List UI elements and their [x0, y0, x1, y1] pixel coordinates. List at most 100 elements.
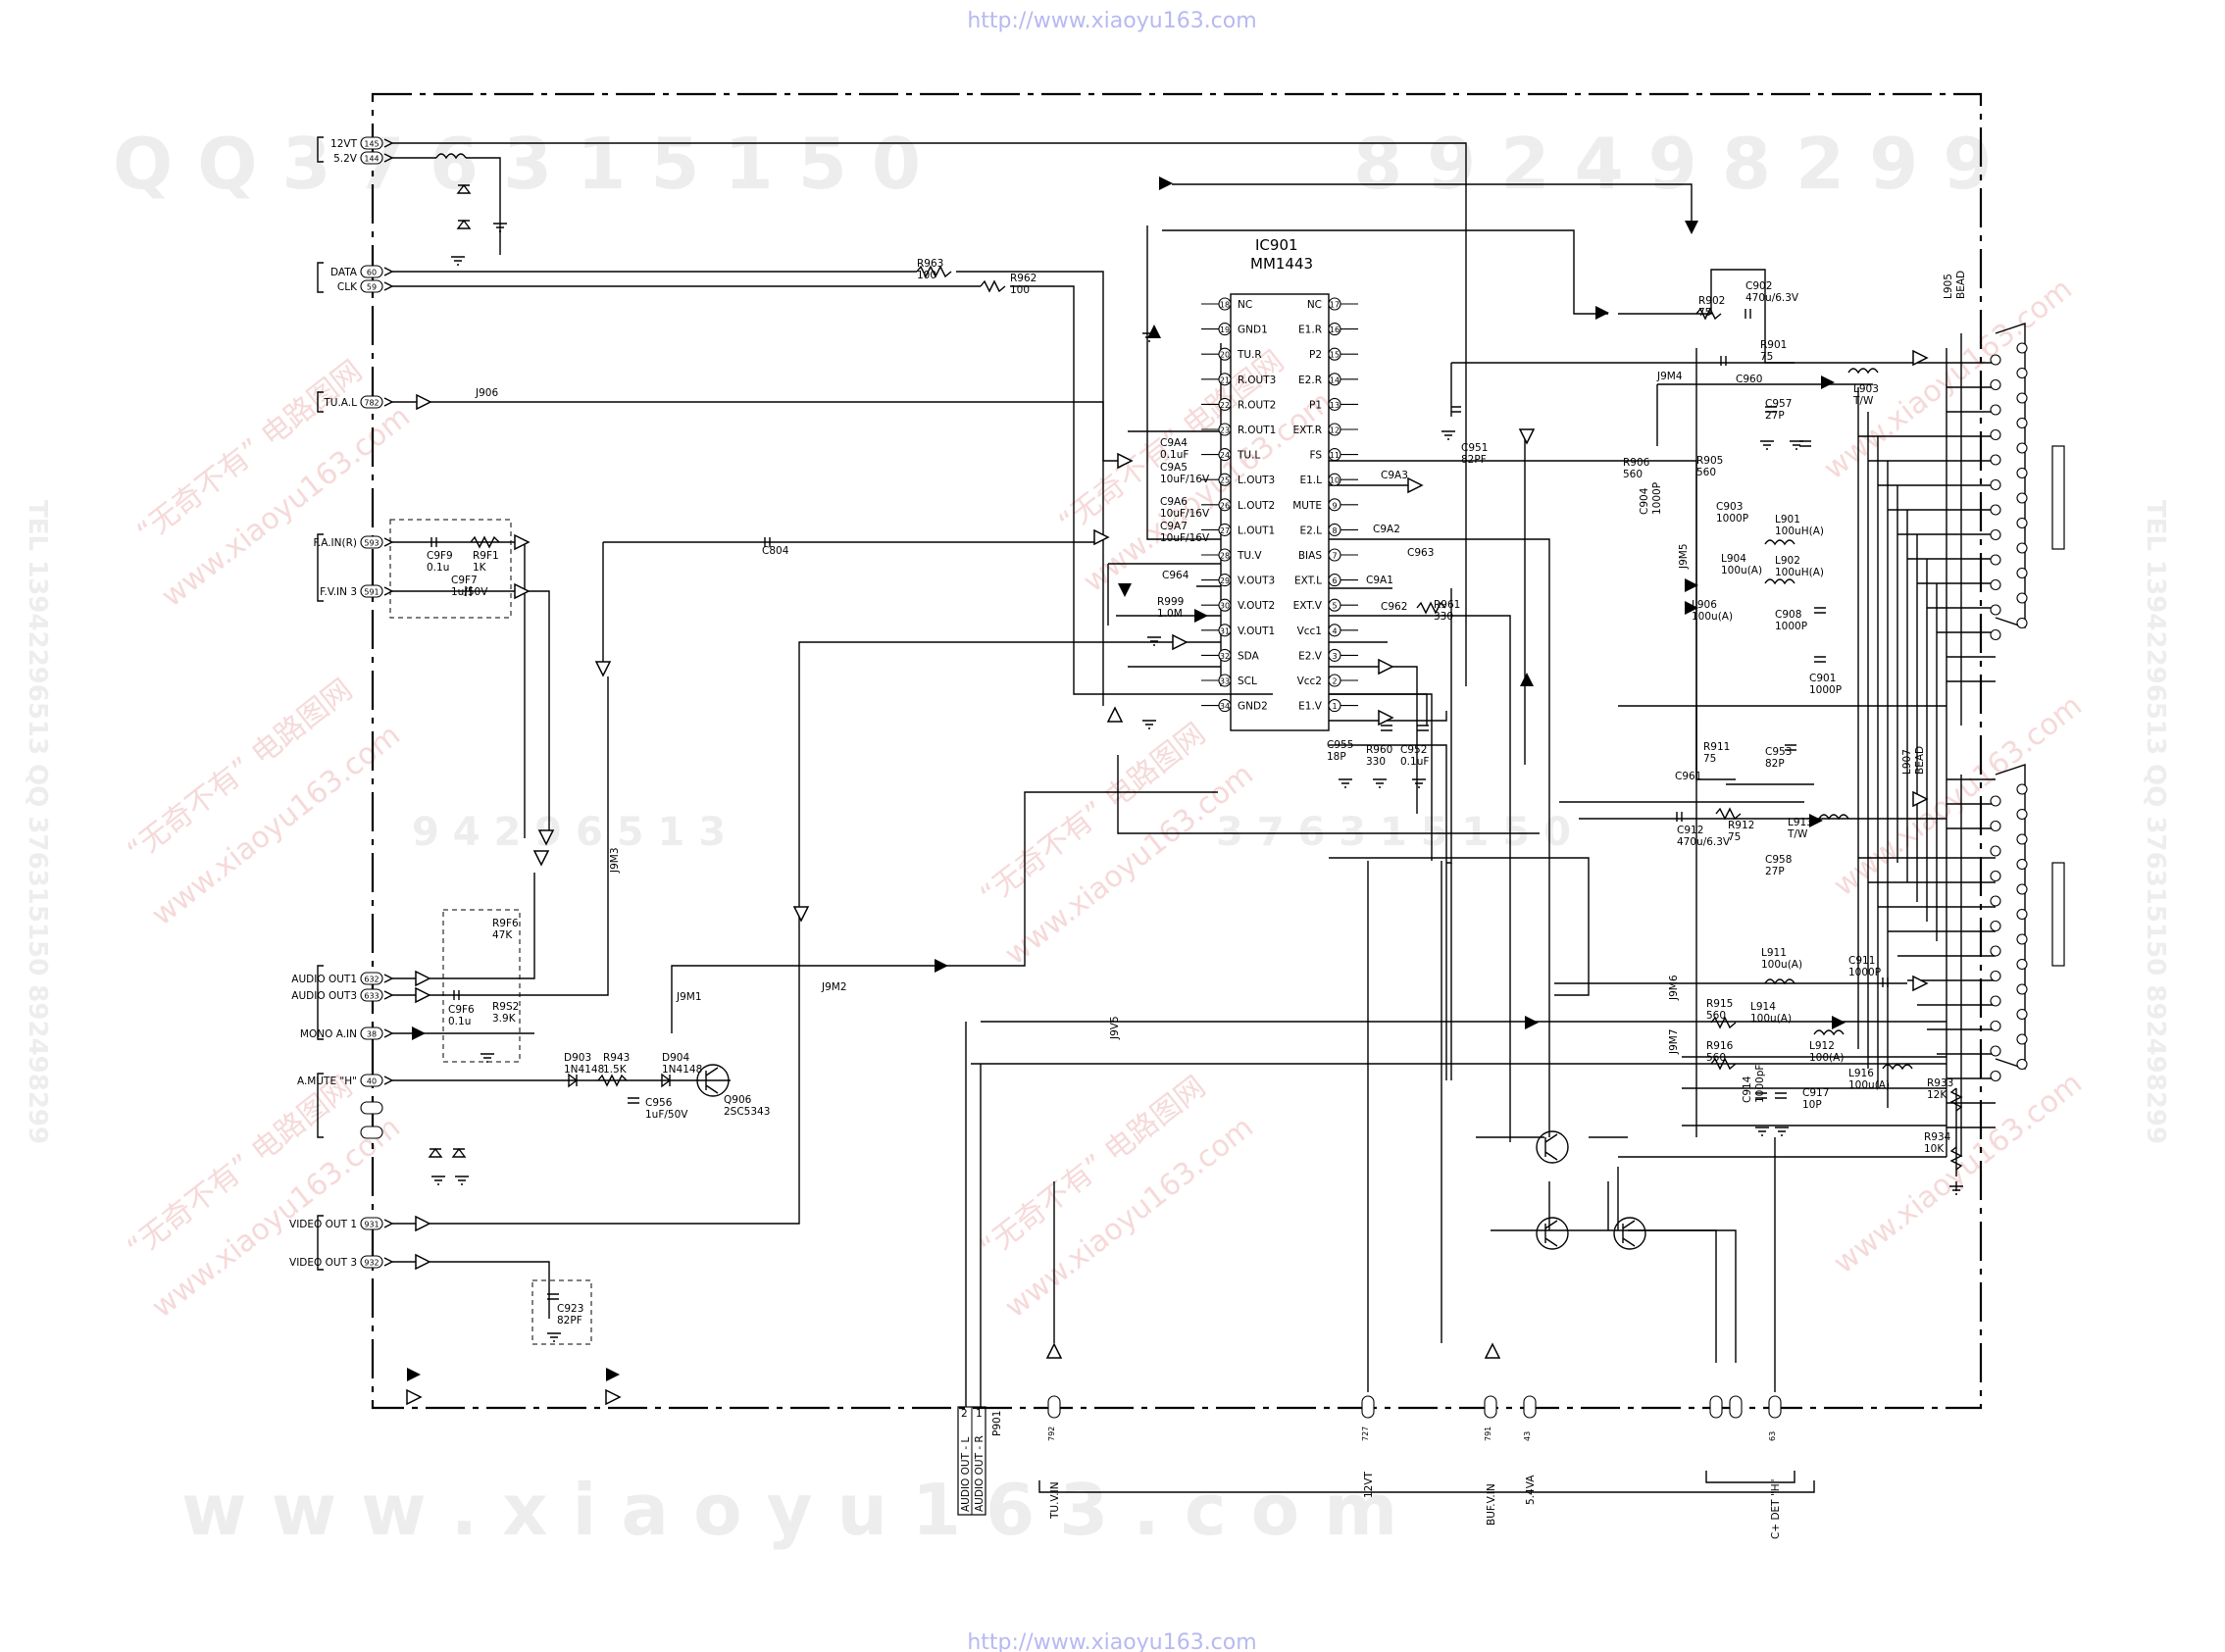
- ic-pin-31: [1218, 624, 1232, 637]
- connector-label: MONO A.IN: [300, 1028, 357, 1040]
- component-ref: C923: [557, 1303, 583, 1315]
- component-ref: L901: [1775, 514, 1800, 526]
- scart-pin: [1990, 820, 2001, 832]
- component-ref: R906: [1623, 457, 1650, 469]
- ic-pin-name: P2: [1309, 349, 1322, 361]
- watermark-mid-right: 3 7 6 3 1 5 1 5 0: [1216, 810, 1571, 855]
- component-ref: C914: [1742, 1076, 1753, 1103]
- component-ref: L903: [1853, 383, 1879, 395]
- component-value: 10K: [1924, 1143, 1945, 1155]
- ic-pin-number: 26: [1220, 501, 1230, 510]
- ic-pin-number: 7: [1332, 552, 1337, 561]
- scart-pin: [1990, 554, 2001, 566]
- ic-pin-20: [1218, 347, 1232, 361]
- component-ref: R911: [1703, 741, 1730, 753]
- connector-792: [1047, 1395, 1061, 1419]
- connector-number: 60: [367, 269, 377, 277]
- watermark-mid-left: 9 4 2 9 6 5 1 3: [412, 810, 726, 855]
- ic-pin-name: V.OUT3: [1238, 576, 1275, 587]
- scart-pin: [2016, 833, 2028, 845]
- component-ref: C9A2: [1373, 524, 1400, 535]
- ic-pin-number: 15: [1330, 351, 1340, 360]
- ic-pin-number: 13: [1330, 401, 1340, 410]
- component-ref: L911: [1761, 947, 1787, 959]
- component-value: 560: [1623, 469, 1643, 480]
- connector-727: [1361, 1395, 1375, 1419]
- component-value: 1N4148: [564, 1064, 604, 1076]
- p901-pin1-label: AUDIO OUT - R: [974, 1435, 986, 1512]
- ic-pin-name: E2.V: [1298, 650, 1323, 662]
- component-ref: C908: [1775, 609, 1801, 621]
- component-value: 82PF: [1461, 454, 1487, 466]
- ic-pin-number: 25: [1220, 476, 1230, 485]
- component-ref: C917: [1802, 1087, 1829, 1099]
- scart-pin: [1990, 1070, 2001, 1082]
- ic-pin-30: [1218, 598, 1232, 612]
- bottom-connectors: 792TU.V.IN72712VT791BUF.V.IN435.4VA63C+ …: [1047, 1395, 1782, 1539]
- ic-pin-name: V.OUT2: [1238, 600, 1275, 612]
- ic-pin-6: [1328, 574, 1341, 587]
- ic-pin-number: 29: [1220, 576, 1230, 585]
- ic-pin-number: 16: [1330, 325, 1340, 334]
- connector-label: CLK: [337, 281, 358, 293]
- ic-pin-number: 27: [1220, 526, 1230, 535]
- component-value: 82P: [1765, 758, 1785, 770]
- ic-pin-number: 4: [1332, 626, 1337, 635]
- ic-pin-4: [1328, 624, 1341, 637]
- component-value: 0.1uF: [1400, 756, 1429, 768]
- scart-pin: [2016, 1058, 2028, 1071]
- scart-pin: [2016, 567, 2028, 579]
- ic-pin-18: [1218, 297, 1232, 311]
- ic-pin-name: R.OUT3: [1238, 375, 1276, 386]
- component-value: 1000pF: [1754, 1065, 1766, 1103]
- ic-pin-number: 28: [1220, 552, 1230, 561]
- component-ref: L912: [1809, 1040, 1835, 1052]
- watermark-layer: http://www.xiaoyu163.com http://www.xiao…: [23, 9, 2170, 1652]
- connector-label: AUDIO OUT1: [291, 974, 357, 985]
- ic-pin-33: [1218, 674, 1232, 687]
- component-ref: C804: [762, 545, 789, 557]
- scart-pin: [1990, 378, 2001, 391]
- ic-pin-19: [1218, 323, 1232, 336]
- component-value: 3.9K: [492, 1013, 517, 1025]
- dashed-block-fain: [389, 519, 512, 619]
- connector-791: [1484, 1395, 1497, 1419]
- connector-38: [360, 1026, 383, 1040]
- component-ref: C953: [1765, 746, 1792, 758]
- connector-number: 145: [364, 140, 379, 149]
- component-value: 100(A): [1809, 1052, 1844, 1064]
- component-value: 27P: [1765, 866, 1785, 877]
- connector-number: 40: [367, 1077, 377, 1086]
- component-ref: J9M3: [609, 847, 621, 874]
- left-brackets: [317, 136, 324, 1271]
- ic-pin-name: P1: [1309, 399, 1322, 411]
- component-value: 330: [1366, 756, 1386, 768]
- component-value: 10uF/16V: [1160, 474, 1210, 485]
- scart-tab-lower: [2051, 862, 2065, 967]
- ic-pin-24: [1218, 448, 1232, 462]
- connector-label: VIDEO OUT 3: [289, 1257, 357, 1269]
- component-ref: C961: [1675, 771, 1701, 782]
- connector-number: 38: [367, 1030, 377, 1039]
- component-value: 82PF: [557, 1315, 582, 1327]
- ic-pin-number: 24: [1220, 451, 1230, 460]
- p901-pin2-label: AUDIO OUT - L: [960, 1437, 972, 1512]
- component-value: 1000P: [1848, 967, 1881, 978]
- component-ref: C911: [1848, 955, 1875, 967]
- component-ref: C956: [645, 1097, 673, 1109]
- scart-pin: [2016, 883, 2028, 895]
- ic-pin-number: 34: [1220, 702, 1230, 711]
- watermark-side-left: TEL 13942296513 QQ 376315150 892498299: [23, 500, 52, 1144]
- component-ref: J9V5: [1109, 1016, 1121, 1040]
- ic-pin-number: 17: [1330, 301, 1340, 310]
- component-ref: J9M6: [1668, 975, 1680, 1001]
- ic-pin-name: Vcc2: [1297, 676, 1322, 687]
- component-value: 10uF/16V: [1160, 508, 1210, 520]
- component-ref: L905: [1943, 274, 1954, 299]
- component-ref: R934: [1924, 1131, 1951, 1143]
- component-ref: C903: [1716, 501, 1743, 513]
- ic-pin-name: EXT.R: [1293, 425, 1322, 436]
- component-value: 75: [1728, 831, 1741, 843]
- component-ref: R960: [1366, 744, 1392, 756]
